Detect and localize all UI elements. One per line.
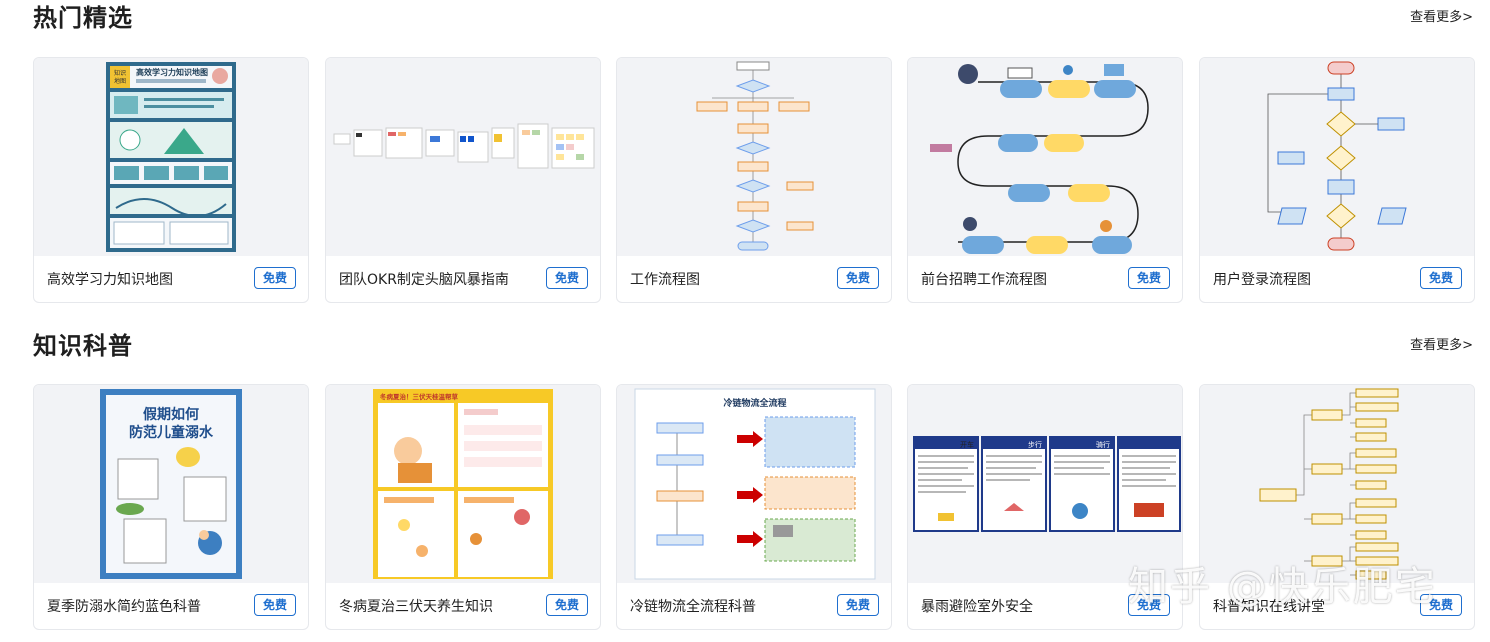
template-card[interactable]: 冷链物流全流程 冷链物流全流程科普 免费 bbox=[616, 384, 892, 630]
thumb-badge-text-2: 地图 bbox=[114, 77, 126, 85]
template-name: 科普知识在线讲堂 bbox=[1213, 599, 1325, 615]
free-badge: 免费 bbox=[1128, 267, 1170, 289]
template-thumbnail bbox=[326, 58, 600, 256]
see-more-link[interactable]: 查看更多> bbox=[1410, 10, 1473, 25]
poster-headline-2: 防范儿童溺水 bbox=[129, 424, 214, 441]
drowning-poster-preview: 假期如何 防范儿童溺水 bbox=[100, 389, 242, 579]
free-badge: 免费 bbox=[546, 594, 588, 616]
template-name: 前台招聘工作流程图 bbox=[921, 272, 1047, 288]
cold-chain-preview: 冷链物流全流程 bbox=[634, 388, 876, 580]
template-card[interactable]: 前台招聘工作流程图 免费 bbox=[907, 57, 1183, 303]
diagram-title: 冷链物流全流程 bbox=[723, 397, 786, 409]
panel-label-walk: 步行 bbox=[1028, 440, 1042, 449]
see-more-link[interactable]: 查看更多> bbox=[1410, 338, 1473, 353]
template-name: 用户登录流程图 bbox=[1213, 272, 1311, 288]
okr-whiteboard-preview bbox=[333, 123, 595, 169]
free-badge: 免费 bbox=[1420, 267, 1462, 289]
template-name: 高效学习力知识地图 bbox=[47, 272, 173, 288]
template-card[interactable]: 工作流程图 免费 bbox=[616, 57, 892, 303]
template-name: 暴雨避险室外安全 bbox=[921, 599, 1033, 615]
template-thumbnail bbox=[1200, 58, 1474, 256]
template-card[interactable]: 冬病夏治！三伏天桂温帮草 冬病夏治三伏天养生知识 免费 bbox=[325, 384, 601, 630]
knowledge-map-preview: 知识 地图 高效学习力知识地图 bbox=[106, 62, 236, 252]
free-badge: 免费 bbox=[837, 594, 879, 616]
free-badge: 免费 bbox=[546, 267, 588, 289]
template-name: 夏季防溺水简约蓝色科普 bbox=[47, 599, 201, 615]
section-title: 热门精选 bbox=[33, 4, 133, 32]
free-badge: 免费 bbox=[254, 594, 296, 616]
summer-health-poster-preview: 冬病夏治！三伏天桂温帮草 bbox=[373, 389, 553, 579]
template-thumbnail: 冬病夏治！三伏天桂温帮草 bbox=[326, 385, 600, 583]
recruitment-flow-preview bbox=[930, 64, 1149, 254]
template-thumbnail: 知识 地图 高效学习力知识地图 bbox=[34, 58, 308, 256]
rainstorm-panels-preview: 开车 步行 骑行 bbox=[913, 436, 1181, 532]
thumb-title: 高效学习力知识地图 bbox=[136, 67, 208, 77]
free-badge: 免费 bbox=[1128, 594, 1170, 616]
workflow-diagram-preview bbox=[696, 61, 814, 251]
template-thumbnail: 假期如何 防范儿童溺水 bbox=[34, 385, 308, 583]
mindmap-preview bbox=[1259, 388, 1399, 580]
free-badge: 免费 bbox=[837, 267, 879, 289]
login-flow-preview bbox=[1267, 61, 1407, 251]
panel-label-ride: 骑行 bbox=[1096, 440, 1110, 449]
template-thumbnail: 开车 步行 骑行 bbox=[908, 385, 1182, 583]
template-name: 冷链物流全流程科普 bbox=[630, 599, 756, 615]
template-name: 工作流程图 bbox=[630, 272, 700, 288]
free-badge: 免费 bbox=[254, 267, 296, 289]
poster-headline-1: 假期如何 bbox=[143, 406, 199, 423]
poster-headline: 冬病夏治！三伏天桂温帮草 bbox=[380, 392, 459, 401]
thumb-badge-text-1: 知识 bbox=[114, 69, 126, 77]
template-name: 团队OKR制定头脑风暴指南 bbox=[339, 272, 509, 288]
section-title: 知识科普 bbox=[33, 332, 133, 360]
template-card[interactable]: 假期如何 防范儿童溺水 夏季防溺水简约蓝色科普 免费 bbox=[33, 384, 309, 630]
template-card[interactable]: 用户登录流程图 免费 bbox=[1199, 57, 1475, 303]
template-card[interactable]: 科普知识在线讲堂 免费 bbox=[1199, 384, 1475, 630]
template-card[interactable]: 知识 地图 高效学习力知识地图 高效学习力知识地图 免费 bbox=[33, 57, 309, 303]
template-thumbnail bbox=[617, 58, 891, 256]
template-card[interactable]: 开车 步行 骑行 暴雨避险室外安全 免费 bbox=[907, 384, 1183, 630]
template-thumbnail bbox=[1200, 385, 1474, 583]
panel-label-drive: 开车 bbox=[960, 440, 974, 449]
template-thumbnail: 冷链物流全流程 bbox=[617, 385, 891, 583]
template-name: 冬病夏治三伏天养生知识 bbox=[339, 599, 493, 615]
template-card[interactable]: 团队OKR制定头脑风暴指南 免费 bbox=[325, 57, 601, 303]
template-thumbnail bbox=[908, 58, 1182, 256]
free-badge: 免费 bbox=[1420, 594, 1462, 616]
